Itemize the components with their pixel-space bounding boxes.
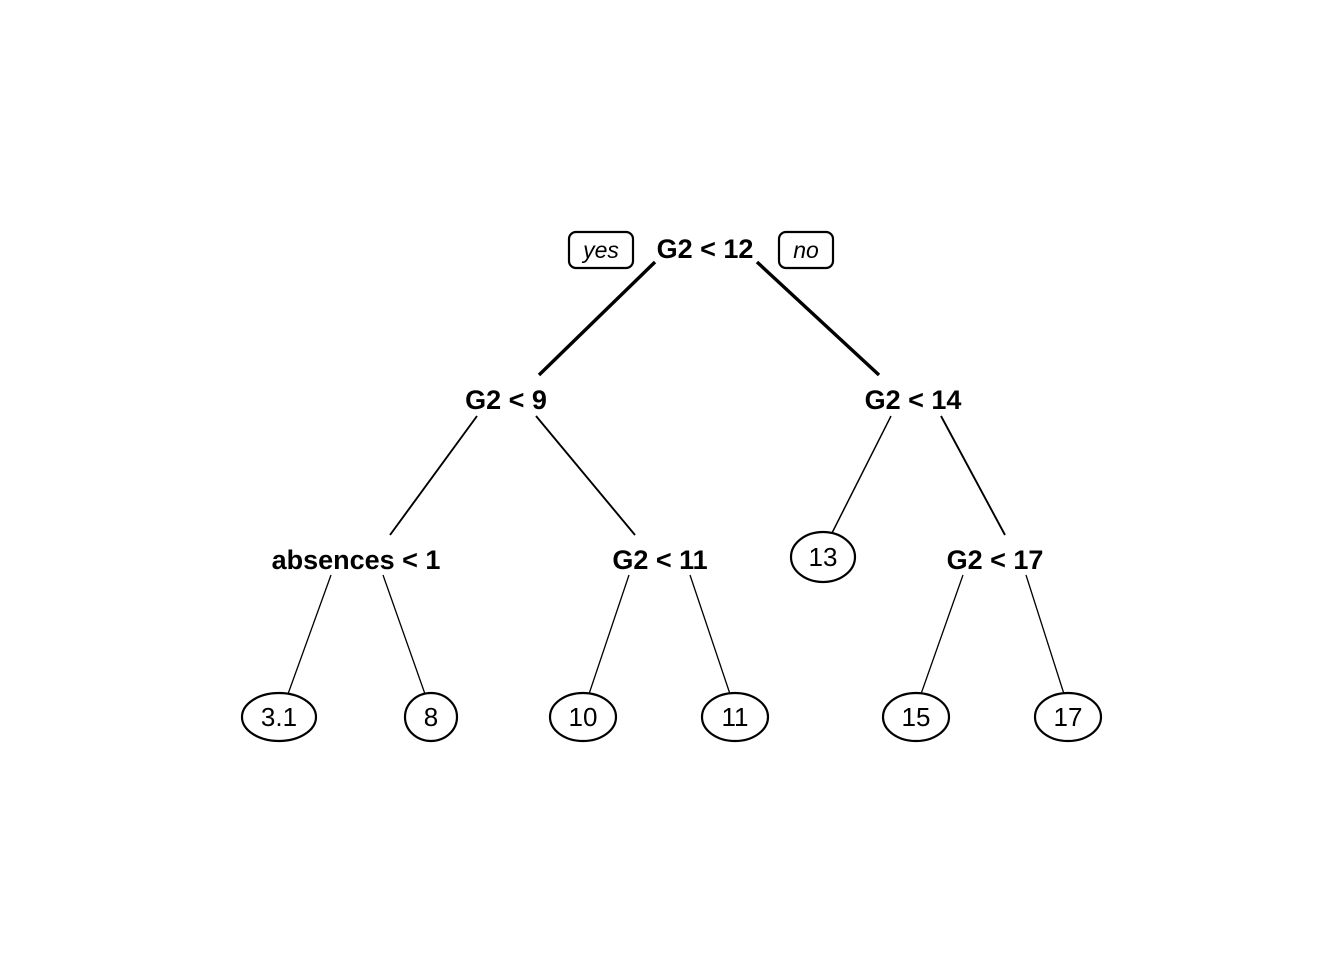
- leaf-10-ellipse[interactable]: [548, 691, 618, 743]
- node-group-g2-lt-11[interactable]: G2 < 11: [612, 545, 707, 575]
- leaf-11-label: 11: [722, 702, 749, 732]
- root-node-group[interactable]: G2 < 12: [657, 234, 754, 264]
- no-badge-box: [777, 230, 835, 270]
- leaf-15-label: 15: [902, 702, 931, 732]
- leaf-node-8[interactable]: 8: [403, 691, 459, 743]
- edge-absences-lt-1-to-leaf-8: [382, 574, 426, 695]
- yes-badge-box: [567, 230, 635, 270]
- leaf-node-3-1[interactable]: 3.1: [240, 691, 318, 743]
- split-node-g2-lt-17[interactable]: G2 < 17: [947, 545, 1044, 575]
- split-node-absences-lt-1[interactable]: absences < 1: [272, 545, 441, 575]
- edge-g2-lt-11-to-leaf-10: [588, 574, 630, 695]
- leaf-11-ellipse[interactable]: [700, 691, 770, 743]
- leaf-8-ellipse[interactable]: [403, 691, 459, 743]
- leaf-13-ellipse[interactable]: [789, 530, 857, 584]
- leaf-10-label: 10: [569, 702, 598, 732]
- leaf-node-15[interactable]: 15: [881, 691, 951, 743]
- leaf-15-ellipse[interactable]: [881, 691, 951, 743]
- yes-badge-label: yes: [581, 237, 619, 263]
- yes-branch-badge: yes: [567, 230, 635, 270]
- no-branch-badge: no: [777, 230, 835, 270]
- edge-g2-lt-9-to-g2-lt-11: [535, 415, 636, 536]
- leaf-node-10[interactable]: 10: [548, 691, 618, 743]
- node-group-absences-lt-1[interactable]: absences < 1: [272, 545, 441, 575]
- leaf-13-label: 13: [809, 542, 838, 572]
- edge-absences-lt-1-to-leaf-3-1: [287, 574, 332, 695]
- leaf-3-1-ellipse[interactable]: [240, 691, 318, 743]
- split-node-g2-lt-9[interactable]: G2 < 9: [465, 385, 547, 415]
- edge-g2-lt-11-to-leaf-11: [689, 574, 731, 695]
- edge-g2-lt-9-to-absences-lt-1: [389, 415, 478, 536]
- leaf-17-label: 17: [1054, 702, 1083, 732]
- node-group-g2-lt-14[interactable]: G2 < 14: [865, 385, 962, 415]
- tree-edges: [287, 260, 1065, 695]
- leaf-3-1-label: 3.1: [261, 702, 297, 732]
- split-node-g2-lt-11[interactable]: G2 < 11: [612, 545, 707, 575]
- edge-g2-lt-14-to-g2-lt-17: [940, 415, 1006, 536]
- leaf-node-13[interactable]: 13: [789, 530, 857, 584]
- node-group-g2-lt-9[interactable]: G2 < 9: [465, 385, 547, 415]
- edge-g2-lt-17-to-leaf-17: [1025, 574, 1065, 695]
- leaf-node-17[interactable]: 17: [1033, 691, 1103, 743]
- edge-root-to-g2-lt-14: [755, 260, 881, 377]
- edge-g2-lt-17-to-leaf-15: [920, 574, 964, 695]
- split-node-g2-lt-14[interactable]: G2 < 14: [865, 385, 962, 415]
- edge-root-to-g2-lt-9: [537, 260, 657, 377]
- leaf-node-11[interactable]: 11: [700, 691, 770, 743]
- no-badge-label: no: [793, 237, 819, 263]
- split-node-g2-lt-12[interactable]: G2 < 12: [657, 234, 754, 264]
- leaf-8-label: 8: [424, 702, 438, 732]
- node-group-g2-lt-17[interactable]: G2 < 17: [947, 545, 1044, 575]
- leaf-17-ellipse[interactable]: [1033, 691, 1103, 743]
- edge-g2-lt-14-to-leaf-13: [831, 415, 892, 534]
